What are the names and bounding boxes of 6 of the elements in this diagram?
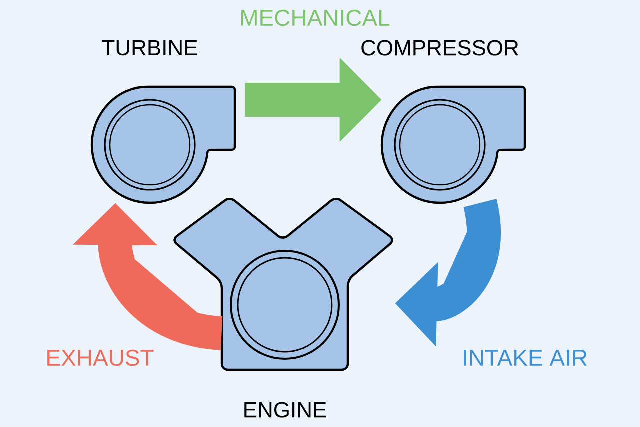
edge-label: INTAKE AIR: [464, 350, 587, 366]
edge-label: MECHANICAL: [241, 10, 390, 26]
component-label: ENGINE: [244, 402, 326, 418]
component-label: TURBINE: [102, 40, 198, 56]
component-label: COMPRESSOR: [362, 40, 518, 56]
edge-label: EXHAUST: [48, 350, 154, 366]
